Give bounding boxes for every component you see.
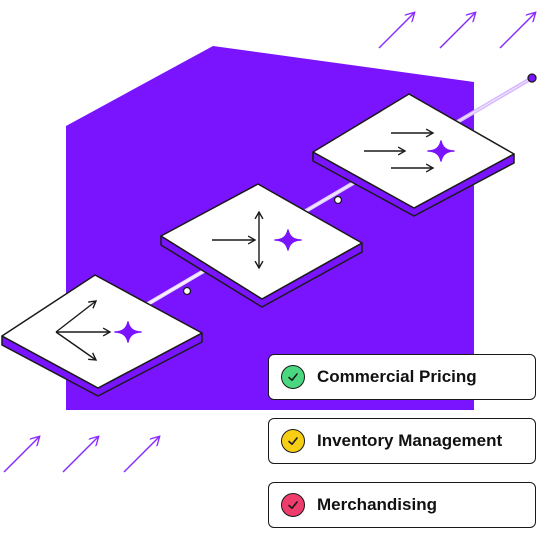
badge-merchandising: Merchandising xyxy=(268,482,536,528)
decor-arrows-bottom xyxy=(3,437,159,473)
diagonal-arrow-icon xyxy=(3,437,39,473)
badge-commercial-pricing: Commercial Pricing xyxy=(268,354,536,400)
badge-inventory-management: Inventory Management xyxy=(268,418,536,464)
connector-node xyxy=(333,195,343,205)
diagonal-arrow-icon xyxy=(499,13,535,49)
step-tile-3 xyxy=(312,93,515,217)
badge-label: Commercial Pricing xyxy=(317,367,477,386)
diagonal-arrow-icon xyxy=(439,13,475,49)
badge-label: Merchandising xyxy=(317,495,437,514)
diagonal-arrow-icon xyxy=(62,437,98,473)
badge-label: Inventory Management xyxy=(317,431,503,450)
step-tile-2 xyxy=(160,183,363,308)
check-circle-icon xyxy=(281,429,305,453)
branching-arrows-icon xyxy=(55,300,112,361)
diagonal-arrow-icon xyxy=(123,437,159,473)
multi-direction-arrows-icon xyxy=(212,210,264,270)
connector-end-node xyxy=(527,73,537,83)
sparkle-icon xyxy=(274,229,302,251)
decor-arrows-top xyxy=(378,13,535,49)
parallel-arrows-icon xyxy=(364,128,435,173)
sparkle-icon xyxy=(427,140,455,162)
connector-node xyxy=(182,286,192,296)
connector-line xyxy=(93,73,537,337)
sparkle-icon xyxy=(114,321,142,343)
step-tile-1 xyxy=(1,274,203,397)
diagonal-arrow-icon xyxy=(378,13,414,49)
check-circle-icon xyxy=(281,365,305,389)
check-circle-icon xyxy=(281,493,305,517)
